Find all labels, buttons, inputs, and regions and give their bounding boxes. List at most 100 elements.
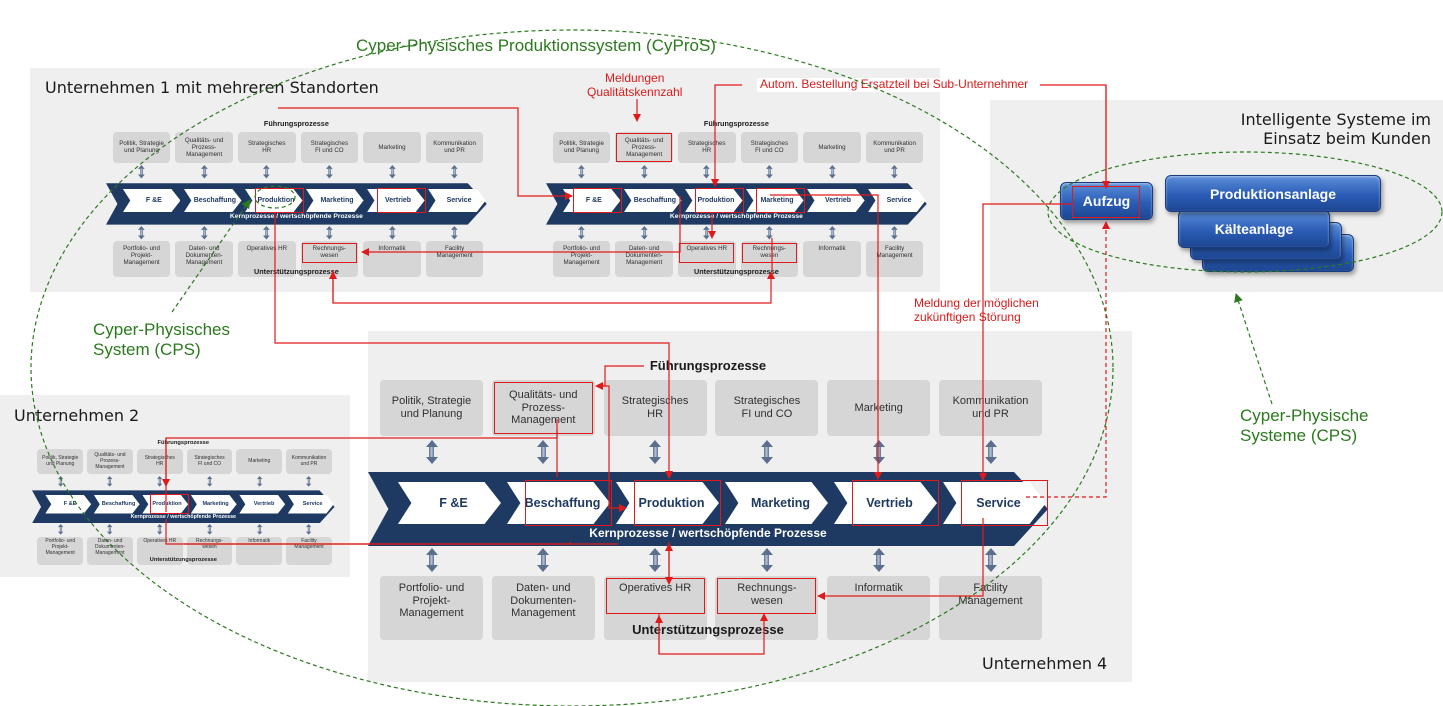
u1b-fuehrung-arrow-5 — [828, 165, 836, 179]
kaelteanlage-button[interactable]: Kälteanlage — [1178, 210, 1330, 248]
u2-unterstuetzung-item-2: Daten- und Dokumenten- Management — [87, 536, 133, 566]
u2-fuehrung-label: Führungsprozesse — [157, 439, 210, 446]
bestellung-annotation: Autom. Bestellung Ersatzteil bei Sub-Unt… — [757, 77, 1032, 92]
u1b-unterstuetzung-item-1: Portfolio- und Projekt- Management — [552, 241, 611, 278]
u2-fuehrung-arrow-4 — [206, 476, 213, 487]
u4-unterstuetzung-arrow-2 — [537, 548, 550, 572]
u1a-unterstuetzung-arrow-2 — [200, 225, 208, 240]
produktionsanlage-button[interactable]: Produktionsanlage — [1165, 175, 1381, 212]
u4-fuehrung-arrow-1 — [425, 440, 438, 464]
u1b-unterstuetzung-arrow-5 — [828, 225, 836, 240]
u1a-unterstuetzung-label: Unterstützungsprozesse — [254, 267, 339, 277]
u4-kern-highlight-5 — [852, 480, 939, 526]
u1b-unterstuetzung-item-2: Daten- und Dokumenten- Management — [615, 241, 673, 278]
meldungen-annotation: Meldungen Qualitätskennzahl — [587, 71, 683, 99]
u1b-kern-step-6[interactable]: Service — [868, 188, 926, 213]
kaelteanlage-label: Kälteanlage — [1214, 221, 1294, 237]
u2-fuehrung-arrow-2 — [107, 476, 113, 487]
u4-unterstuetzung-arrow-4 — [760, 548, 773, 572]
u1a-kern-step-2[interactable]: Beschaffung — [183, 188, 242, 213]
u4-fuehrung-item-6: Kommunikation und PR — [939, 380, 1042, 436]
u4-unterstuetzung-arrow-3 — [649, 548, 662, 572]
u1b-fuehrung-arrow-1 — [578, 165, 585, 179]
cps-pointer-2 — [1234, 293, 1273, 405]
u1a-fuehrung-item-2: Qualitäts- und Prozess- Management — [175, 131, 233, 164]
u2-fuehrung-arrow-6 — [306, 476, 312, 487]
u1a-kern-highlight-3 — [254, 187, 304, 214]
cps-plural-label: Cyper-Physische Systeme (CPS) — [1240, 406, 1369, 446]
u1a-fuehrung-item-5: Marketing — [363, 131, 421, 164]
u1a-fuehrung-label: Führungsprozesse — [263, 119, 329, 129]
u1a-unterstuetzung-item-5: Informatik — [363, 241, 421, 278]
u1b-unterstuetzung-highlight-3 — [679, 242, 735, 263]
u4-unterstuetzung-item-1: Portfolio- und Projekt- Management — [380, 576, 483, 640]
u1b-unterstuetzung-arrow-1 — [578, 225, 585, 240]
u4-unterstuetzung-item-6: Facility Management — [939, 576, 1042, 640]
u4-kern-step-4[interactable]: Marketing — [725, 482, 828, 524]
u1a-fuehrung-arrow-5 — [388, 165, 396, 179]
u2-unterstuetzung-arrow-5 — [256, 524, 262, 535]
u4-fuehrung-arrow-6 — [984, 440, 997, 464]
u4-fuehrung-label: Führungsprozesse — [649, 358, 767, 373]
u1a-unterstuetzung-arrow-6 — [451, 225, 458, 240]
u1b-fuehrung-highlight-2 — [616, 132, 672, 162]
cypros-title: Cyper-Physisches Produktionssystem (CyPr… — [356, 36, 716, 55]
u1b-kern-highlight-4 — [756, 187, 805, 214]
intelligent-systems-label: Intelligente Systeme im Einsatz beim Kun… — [1240, 110, 1431, 148]
u4-unterstuetzung-label: Unterstützungsprozesse — [632, 622, 784, 637]
u1b-fuehrung-arrow-3 — [703, 165, 711, 179]
u1b-kern-step-5[interactable]: Vertrieb — [806, 188, 865, 213]
u1b-unterstuetzung-item-5: Informatik — [803, 241, 861, 278]
u1b-fuehrung-item-3: Strategisches HR — [677, 131, 736, 164]
u1b-fuehrung-arrow-4 — [766, 165, 773, 179]
u2-kern-step-5[interactable]: Vertrieb — [239, 494, 286, 514]
u2-kern-step-2[interactable]: Beschaffung — [93, 494, 140, 514]
u1a-fuehrung-arrow-4 — [326, 165, 333, 179]
u2-kern-highlight-3 — [150, 493, 190, 515]
u2-fuehrung-item-2: Qualitäts- und Prozess- Management — [87, 449, 133, 475]
u1b-fuehrung-label: Führungsprozesse — [703, 119, 769, 129]
u1a-kern-step-1[interactable]: F &E — [122, 188, 181, 213]
u1a-kern-highlight-5 — [377, 187, 426, 214]
u4-kern-step-1[interactable]: F &E — [398, 482, 501, 524]
u2-unterstuetzung-arrow-4 — [206, 524, 213, 535]
u1b-unterstuetzung-arrow-6 — [891, 225, 898, 240]
u1b-fuehrung-item-4: Strategisches FI und CO — [740, 131, 799, 164]
u1b-kern-highlight-1 — [572, 187, 622, 214]
u2-unterstuetzung-item-5: Informatik — [236, 536, 283, 566]
u2-unterstuetzung-arrow-1 — [57, 524, 63, 535]
u2-fuehrung-arrow-5 — [256, 476, 262, 487]
u1b-unterstuetzung-label: Unterstützungsprozesse — [694, 267, 779, 277]
company-4-title: Unternehmen 4 — [982, 654, 1108, 673]
u1a-kern-label: Kernprozesse / wertschöpfende Prozesse — [229, 213, 363, 221]
u1a-fuehrung-item-6: Kommunikation und PR — [425, 131, 484, 164]
u2-kern-step-6[interactable]: Service — [287, 494, 334, 514]
u2-fuehrung-item-3: Strategisches HR — [136, 449, 183, 475]
stoerung-annotation: Meldung der möglichen zukünftigen Störun… — [914, 296, 1039, 325]
u1b-fuehrung-arrow-6 — [891, 165, 898, 179]
u4-fuehrung-arrow-2 — [537, 440, 550, 464]
u1a-fuehrung-arrow-6 — [451, 165, 458, 179]
u1b-fuehrung-item-5: Marketing — [803, 131, 861, 164]
u1b-kern-highlight-3 — [694, 187, 744, 214]
u1a-unterstuetzung-arrow-3 — [263, 225, 271, 240]
aufzug-highlight — [1072, 186, 1140, 218]
u2-kern-step-1[interactable]: F &E — [45, 494, 92, 514]
u4-unterstuetzung-arrow-1 — [425, 548, 438, 572]
u4-fuehrung-item-5: Marketing — [827, 380, 931, 436]
u2-fuehrung-item-4: Strategisches FI und CO — [186, 449, 233, 475]
u2-kern-step-4[interactable]: Marketing — [190, 494, 237, 514]
u1b-unterstuetzung-highlight-4 — [741, 242, 798, 263]
u4-kern-highlight-6 — [961, 480, 1048, 526]
u4-fuehrung-arrow-5 — [872, 440, 885, 464]
u4-unterstuetzung-item-5: Informatik — [827, 576, 931, 640]
company-2-title: Unternehmen 2 — [14, 406, 140, 425]
u1b-kern-step-2[interactable]: Beschaffung — [623, 188, 682, 213]
u1a-kern-step-6[interactable]: Service — [428, 188, 486, 213]
u1a-kern-step-4[interactable]: Marketing — [305, 188, 364, 213]
company-1-title: Unternehmen 1 mit mehreren Standorten — [45, 78, 379, 97]
u4-fuehrung-arrow-4 — [760, 440, 773, 464]
